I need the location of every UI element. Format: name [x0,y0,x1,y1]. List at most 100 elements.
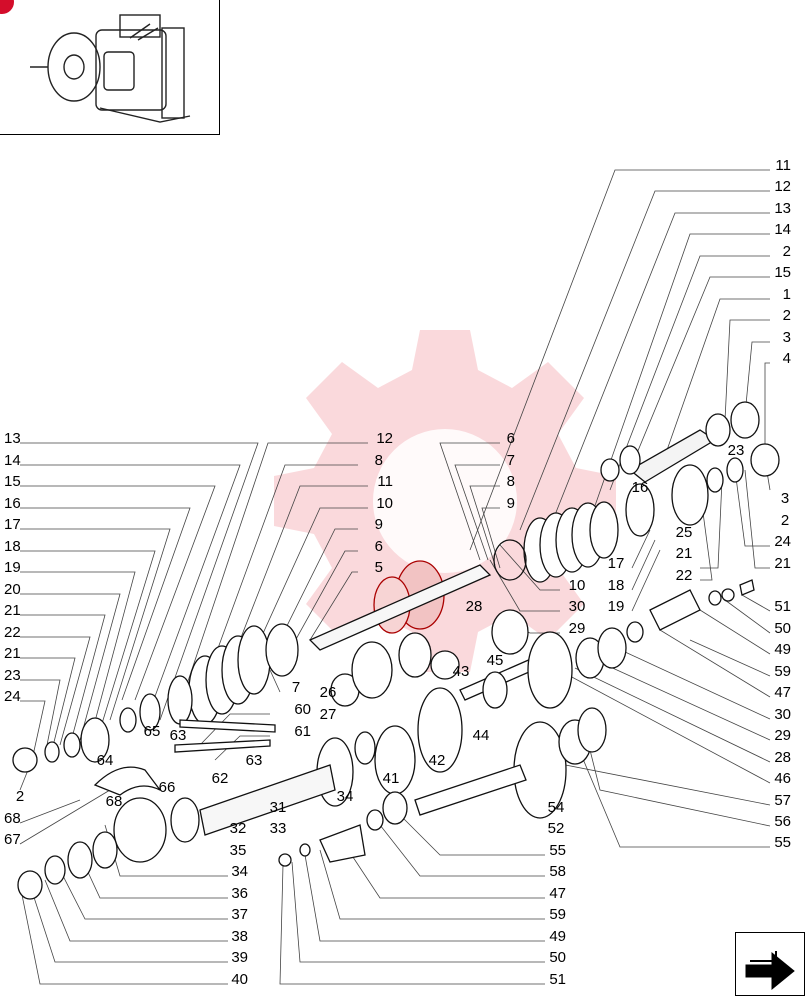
part-number-label: 32 [230,820,247,837]
part-number-label: 4 [783,350,791,367]
part-number-label: 58 [549,863,566,880]
part-number-label: 65 [144,723,161,740]
part-number-label: 30 [774,706,791,723]
part-number-label: 23 [4,667,21,684]
part-number-label: 67 [4,831,21,848]
part-number-label: 18 [608,577,625,594]
part-number-label: 50 [549,949,566,966]
part-number-label: 13 [774,200,791,217]
part-number-label: 16 [4,495,21,512]
part-number-label: 47 [549,885,566,902]
part-number-label: 40 [231,971,248,988]
part-number-label: 12 [376,430,393,447]
part-number-label: 14 [774,221,791,238]
part-number-label: 28 [774,749,791,766]
part-number-label: 11 [775,157,791,174]
part-number-label: 43 [453,663,470,680]
part-number-label: 54 [548,799,565,816]
arrow-right-icon [745,951,795,991]
part-number-label: 52 [548,820,565,837]
part-number-label: 17 [4,516,21,533]
part-number-label: 26 [320,684,337,701]
part-number-label: 10 [569,577,586,594]
part-number-label: 34 [231,863,248,880]
part-number-label: 61 [294,723,311,740]
part-number-label: 19 [4,559,21,576]
part-number-label: 25 [676,524,693,541]
transmission-thumbnail[interactable] [0,0,220,135]
part-number-label: 59 [549,906,566,923]
part-number-label: 64 [97,752,114,769]
part-number-label: 7 [507,452,515,469]
part-number-label: 35 [230,842,247,859]
part-number-label: 50 [774,620,791,637]
part-number-label: 11 [377,473,393,490]
part-number-label: 18 [4,538,21,555]
part-number-label: 17 [608,555,625,572]
part-number-label: 41 [383,770,400,787]
part-number-label: 24 [774,533,791,550]
part-number-label: 51 [774,598,791,615]
part-number-label: 46 [774,770,791,787]
part-number-label: 45 [487,652,504,669]
part-number-label: 7 [292,679,300,696]
part-number-label: 34 [337,788,354,805]
part-number-label: 24 [4,688,21,705]
mainshaft-parts [12,401,780,900]
part-number-label: 37 [231,906,248,923]
part-number-label: 47 [774,684,791,701]
part-number-label: 44 [473,727,490,744]
part-number-label: 3 [781,490,789,507]
gearbox-icon [30,14,191,123]
part-number-label: 15 [4,473,21,490]
part-number-label: 49 [774,641,791,658]
part-number-label: 12 [774,178,791,195]
part-number-label: 1 [783,286,791,303]
part-number-label: 55 [774,834,791,851]
part-number-label: 21 [676,545,693,562]
part-number-label: 51 [549,971,566,988]
part-number-label: 49 [549,928,566,945]
part-number-label: 8 [375,452,383,469]
part-number-label: 5 [375,559,383,576]
part-number-label: 60 [294,701,311,718]
part-number-label: 68 [106,793,123,810]
part-number-label: 22 [4,624,21,641]
part-number-label: 9 [507,495,515,512]
part-number-label: 19 [608,598,625,615]
part-number-label: 15 [774,264,791,281]
part-number-label: 29 [774,727,791,744]
part-number-label: 21 [774,555,791,572]
part-number-labels: 1112131421512342332242116252122171819103… [4,157,791,988]
part-number-label: 6 [375,538,383,555]
part-number-label: 20 [4,581,21,598]
part-number-label: 14 [4,452,21,469]
part-number-label: 13 [4,430,21,447]
part-number-label: 6 [507,430,515,447]
next-page-button[interactable] [735,932,805,996]
part-number-label: 56 [774,813,791,830]
part-number-label: 31 [270,799,287,816]
part-number-label: 23 [728,442,745,459]
part-number-label: 29 [569,620,586,637]
part-number-label: 66 [159,779,176,796]
part-number-label: 57 [774,792,791,809]
part-number-label: 63 [246,752,263,769]
part-number-label: 22 [676,567,693,584]
part-number-label: 42 [429,752,446,769]
part-number-label: 28 [466,598,483,615]
part-number-label: 21 [4,645,21,662]
part-number-label: 38 [231,928,248,945]
part-number-label: 55 [549,842,566,859]
part-number-label: 62 [212,770,229,787]
part-number-label: 2 [16,788,24,805]
part-number-label: 2 [783,243,791,260]
part-number-label: 39 [231,949,248,966]
leader-lines [19,169,771,985]
part-number-label: 2 [781,512,789,529]
part-number-label: 36 [231,885,248,902]
part-number-label: 2 [783,307,791,324]
part-number-label: 59 [774,663,791,680]
part-number-label: 30 [569,598,586,615]
